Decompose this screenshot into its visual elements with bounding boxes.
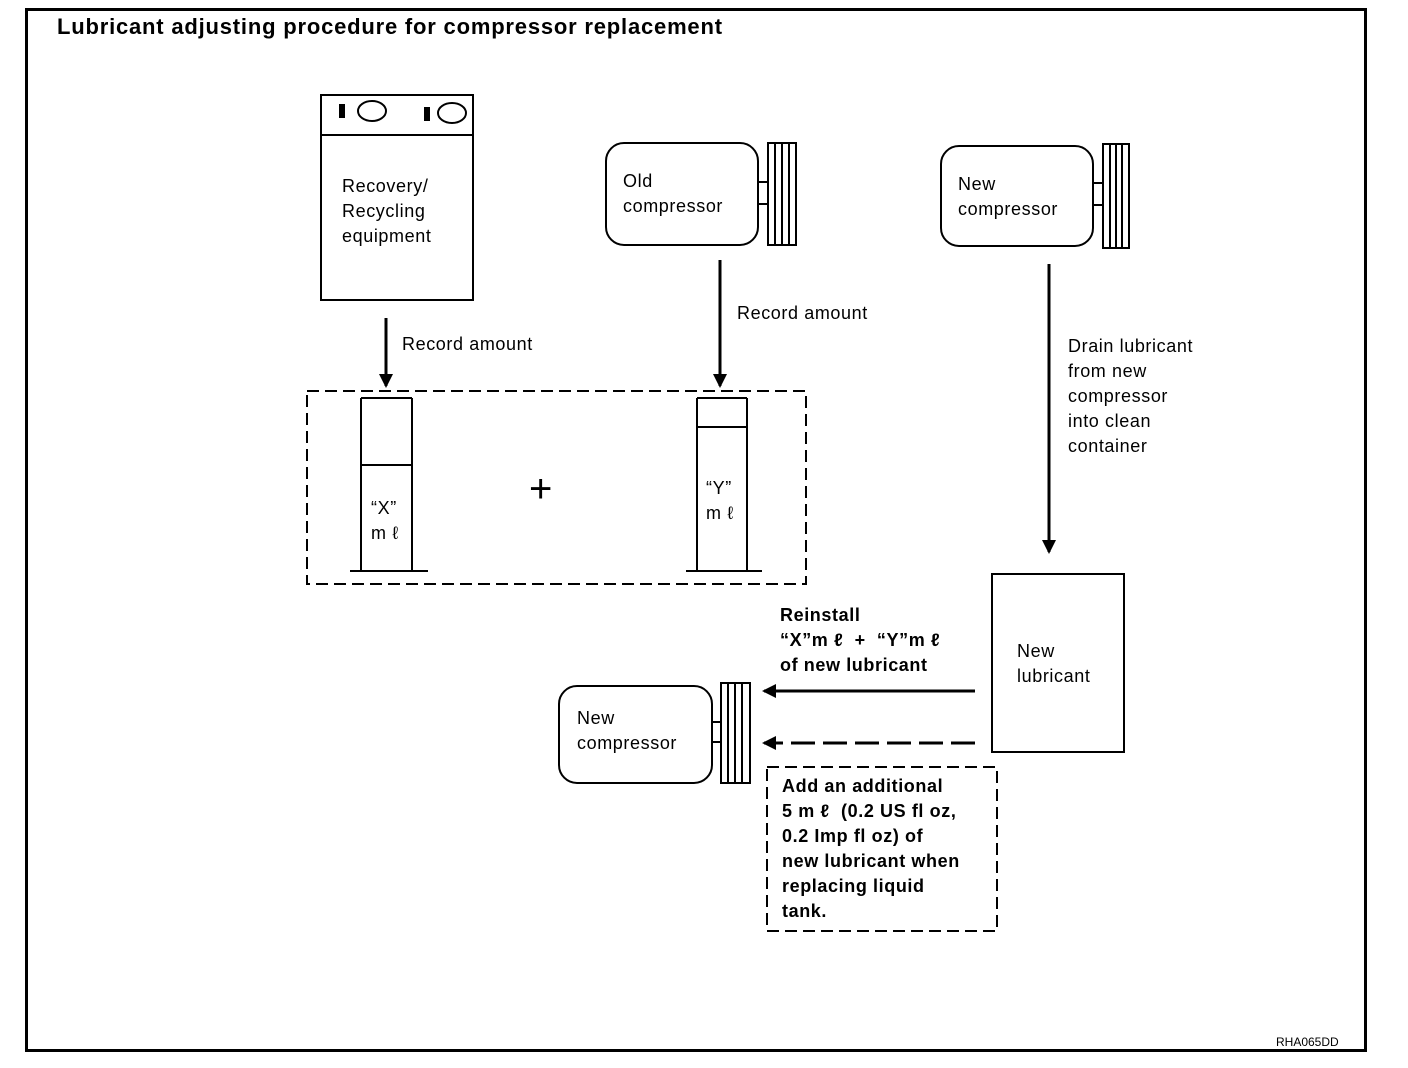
recovery-equipment-label-1: Recovery/ [342,176,429,196]
recovery-equipment-label-3: equipment [342,226,432,246]
cylinder-y-label-2: m ℓ [706,503,734,523]
measurement-group-box [306,390,807,585]
cylinder-x-label-1: “X” [371,498,397,518]
additional-note-line-6: tank. [782,901,828,921]
new-compressor-top-shape [940,143,1130,249]
additional-note-line-5: replacing liquid [782,876,925,896]
cylinder-y [686,397,762,572]
plus-sign: + [529,467,553,511]
diagram-frame [25,8,1367,1052]
drain-label-1: Drain lubricant [1068,336,1194,356]
new-lubricant-label-1: New [1017,641,1055,661]
new-lubricant-container [991,573,1125,753]
additional-note-line-3: 0.2 Imp fl oz) of [782,826,924,846]
new-compressor-top-label-2: compressor [958,199,1059,219]
page-title: Lubricant adjusting procedure for compre… [57,14,723,39]
new-lubricant-label-2: lubricant [1017,666,1091,686]
reinstall-label-2: “X”m ℓ + “Y”m ℓ [780,630,941,650]
drain-label-2: from new [1068,361,1147,381]
reinstall-label-3: of new lubricant [780,655,928,675]
record-amount-right-label: Record amount [737,303,868,323]
recovery-equipment-label-2: Recycling [342,201,426,221]
cylinder-y-label-1: “Y” [706,478,732,498]
additional-note-box [766,766,998,932]
old-compressor-shape [605,142,797,246]
cylinder-x [350,397,428,572]
old-compressor-label-1: Old [623,171,653,191]
old-compressor-label-2: compressor [623,196,724,216]
additional-note-line-4: new lubricant when [782,851,960,871]
figure-code: RHA065DD [1276,1035,1339,1049]
drain-label-3: compressor [1068,386,1169,406]
recovery-equipment-box [320,94,474,301]
new-compressor-top-label-1: New [958,174,996,194]
new-compressor-bottom-label-2: compressor [577,733,678,753]
drain-label-5: container [1068,436,1148,456]
additional-note-line-1: Add an additional [782,776,944,796]
new-compressor-bottom-label-1: New [577,708,615,728]
cylinder-x-label-2: m ℓ [371,523,399,543]
additional-note-line-2: 5 m ℓ (0.2 US fl oz, [782,801,957,821]
reinstall-label-1: Reinstall [780,605,861,625]
drain-label-4: into clean [1068,411,1152,431]
record-amount-left-label: Record amount [402,334,533,354]
new-compressor-bottom-shape [558,682,751,784]
